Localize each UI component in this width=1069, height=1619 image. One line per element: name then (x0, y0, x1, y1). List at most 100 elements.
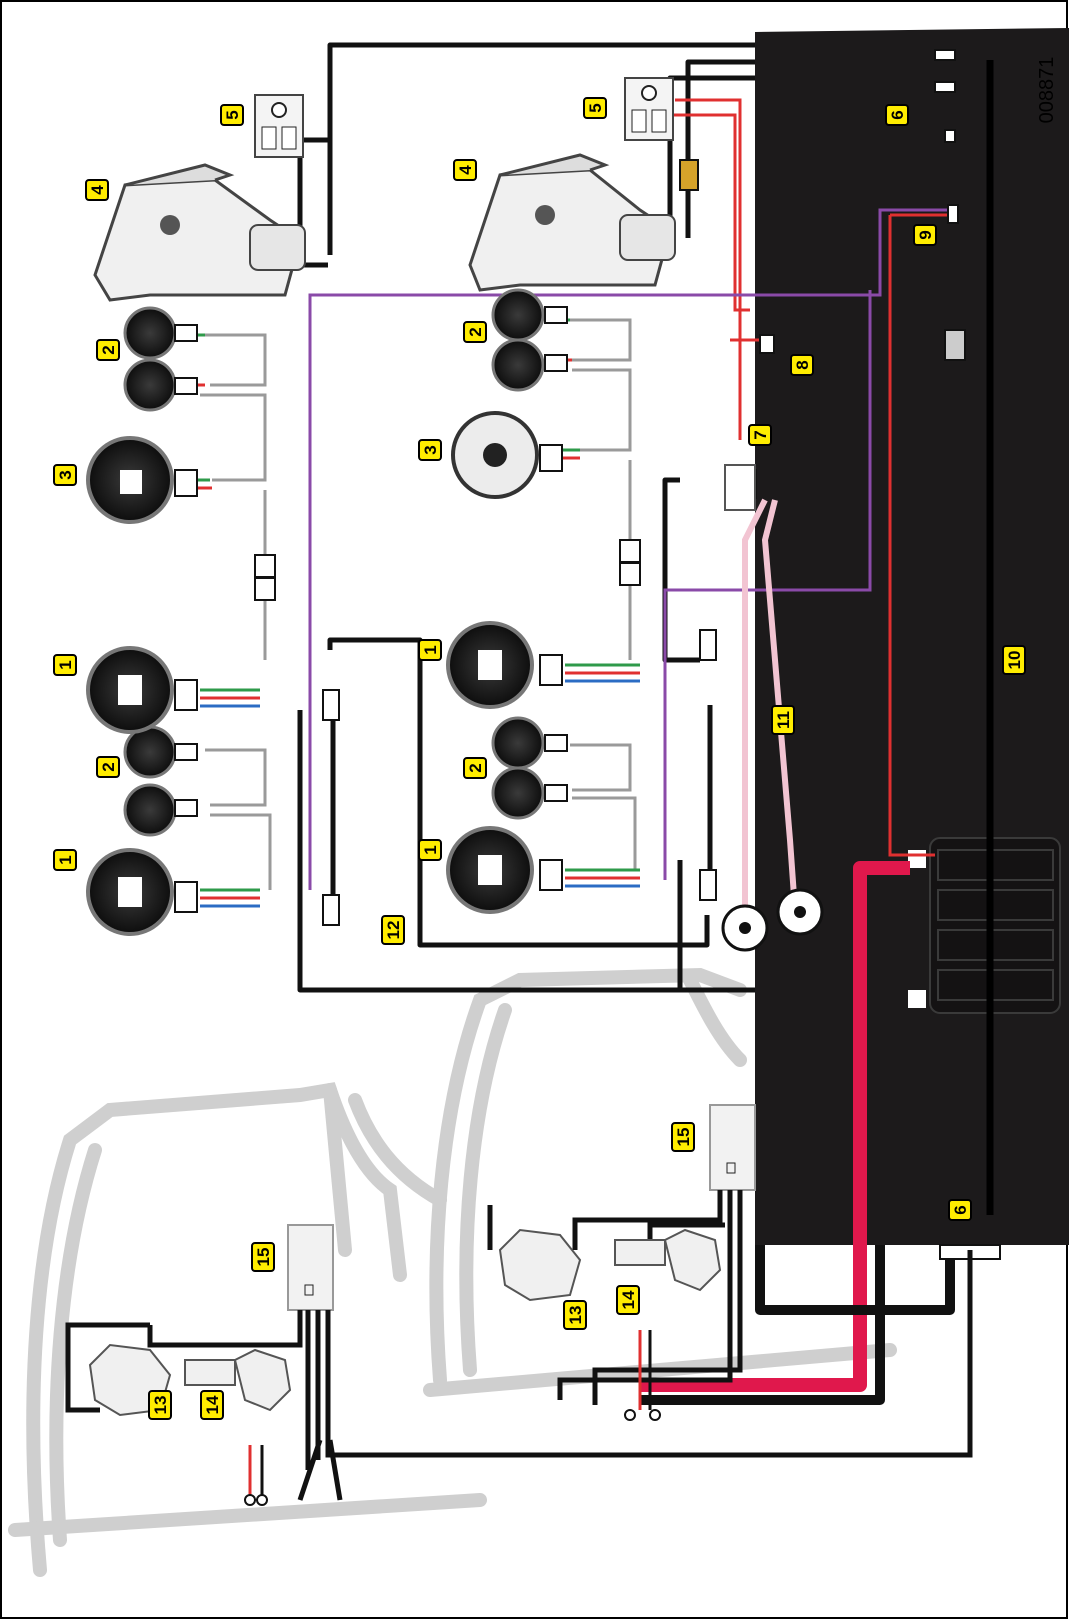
callout-label: 2 (466, 327, 485, 336)
callout-box (1002, 645, 1026, 675)
callout-label: 2 (99, 762, 118, 771)
callout-box (616, 1285, 640, 1315)
callout-c7: 7 (748, 424, 772, 446)
sender-cables-11 (742, 498, 798, 911)
callout-c6b: 6 (948, 1199, 972, 1221)
callout-c4b: 4 (453, 159, 477, 181)
small-gauge-connectors (174, 306, 568, 817)
trim-motor-right (498, 1228, 722, 1302)
gauge-loop-wires (200, 318, 637, 890)
callout-box (53, 654, 77, 676)
callout-label: 1 (56, 660, 75, 669)
callout-label: 15 (674, 1128, 693, 1147)
callout-c11: 11 (771, 705, 795, 735)
callout-label: 14 (203, 1395, 222, 1414)
callout-c9: 9 (913, 224, 937, 246)
battery-leads (248, 1330, 652, 1495)
callout-c3a: 3 (53, 464, 77, 486)
callout-label: 2 (99, 345, 118, 354)
module-15-right (709, 1104, 756, 1191)
callout-label: 4 (456, 165, 475, 175)
callout-box (948, 1199, 972, 1221)
callout-label: 13 (566, 1306, 585, 1325)
callout-box (418, 439, 442, 461)
callout-c3b: 3 (418, 439, 442, 461)
callout-c2c: 2 (463, 321, 487, 343)
callout-box (463, 321, 487, 343)
module-harness-legs (65, 1190, 973, 1501)
callout-label: 6 (951, 1205, 970, 1214)
gauge-displays (118, 443, 507, 907)
callout-box (671, 1122, 695, 1152)
callout-c15b: 15 (671, 1122, 695, 1152)
callout-label: 14 (619, 1290, 638, 1309)
callout-box (85, 179, 109, 201)
callout-box (200, 1390, 224, 1420)
speed-sensors (721, 888, 824, 952)
callout-label: 12 (384, 921, 403, 940)
callout-box (53, 464, 77, 486)
callout-c10: 10 (1002, 645, 1026, 675)
callout-box (53, 849, 77, 871)
callout-label: 8 (793, 360, 812, 369)
callout-box (748, 424, 772, 446)
ecm-module (908, 837, 1061, 1014)
callout-box (251, 1242, 275, 1272)
callout-c5a: 5 (220, 104, 244, 126)
callout-c5b: 5 (583, 97, 607, 119)
callout-c2b: 2 (96, 756, 120, 778)
callout-c6a: 6 (885, 104, 909, 126)
callout-c1c: 1 (418, 639, 442, 661)
callout-label: 3 (56, 470, 75, 479)
callout-label: 1 (421, 645, 440, 654)
callout-c14b: 14 (616, 1285, 640, 1315)
callout-box (220, 104, 244, 126)
callout-box (381, 915, 405, 945)
callout-box (418, 839, 442, 861)
callout-label: 1 (56, 855, 75, 864)
callout-box (885, 104, 909, 126)
ring-terminals (244, 1409, 661, 1506)
remote-control-right (468, 153, 676, 292)
callout-c1a: 1 (53, 654, 77, 676)
callout-box (96, 756, 120, 778)
callout-c4a: 4 (85, 179, 109, 201)
key-switch-panel-left (254, 94, 304, 158)
callout-c2a: 2 (96, 339, 120, 361)
callout-c13a: 13 (148, 1390, 172, 1420)
callout-label: 5 (223, 110, 242, 119)
callout-c15a: 15 (251, 1242, 275, 1272)
callout-label: 6 (888, 110, 907, 119)
callout-box (148, 1390, 172, 1420)
callout-label: 7 (751, 430, 770, 439)
key-switch-panel-right (624, 77, 674, 141)
inline-connectors (254, 49, 1001, 1260)
drawing-id-text: 008871 (1036, 57, 1058, 124)
callout-box (463, 757, 487, 779)
callout-label: 1 (421, 845, 440, 854)
callout-c14a: 14 (200, 1390, 224, 1420)
callout-box (913, 224, 937, 246)
callout-label: 11 (774, 711, 793, 729)
callout-label: 4 (88, 185, 107, 195)
callout-box (96, 339, 120, 361)
callout-label: 2 (466, 763, 485, 772)
callout-label: 5 (586, 103, 605, 112)
callout-c13b: 13 (563, 1300, 587, 1330)
callout-c1d: 1 (418, 839, 442, 861)
callout-box (418, 639, 442, 661)
large-gauge-connectors (174, 444, 563, 913)
module-15-left (287, 1224, 334, 1311)
callout-label: 10 (1005, 651, 1024, 670)
battery-cable (640, 861, 910, 1392)
remote-control-left (93, 163, 306, 302)
callout-label: 13 (151, 1396, 170, 1415)
gauge-pigtails (175, 318, 640, 908)
callout-c2d: 2 (463, 757, 487, 779)
callout-box (563, 1300, 587, 1330)
drawing-id: 008871 (1036, 57, 1058, 124)
small-gauges (123, 288, 545, 837)
